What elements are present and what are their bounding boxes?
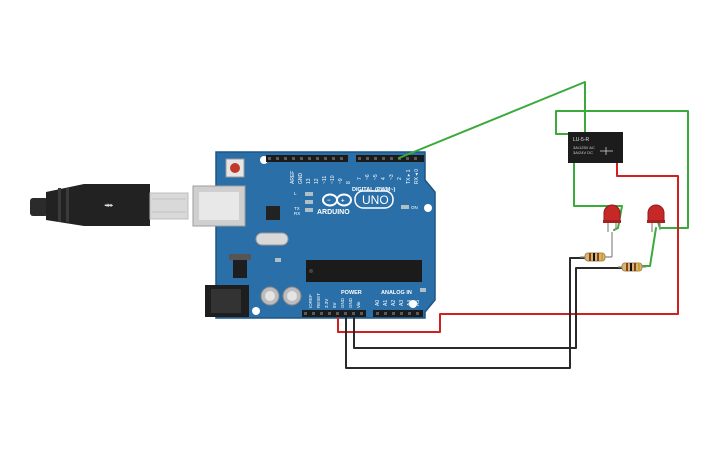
led-tx-label: TX (294, 206, 300, 211)
analog-pin-labels: A0 A1 A2 A3 A4 A5 (375, 300, 421, 306)
pin-label: 12 (314, 178, 320, 184)
led-bulb (603, 204, 621, 223)
pin-label: A3 (399, 300, 405, 306)
digital-pin-labels: AREF GND 13 12 ~11 ~10 ~9 8 7 ~6 ~5 4 ~3… (290, 169, 420, 184)
pin-label: A4 (407, 300, 413, 306)
resistor-1[interactable] (580, 232, 613, 262)
pin-label: ~9 (338, 178, 344, 184)
usb-plug-metal (149, 192, 189, 220)
power-header[interactable] (302, 310, 366, 317)
pin-label: AREF (290, 171, 296, 184)
wire-black-gnd-1[interactable] (345, 257, 587, 369)
pin-label: A0 (375, 300, 381, 306)
wire-green-signal[interactable] (398, 81, 586, 159)
svg-text:+: + (341, 199, 345, 205)
power-pin-labels: IOREF RESET 3.3V 5V GND GND Vin (308, 293, 361, 308)
mounting-hole (252, 307, 260, 315)
usb-plug-body (46, 184, 150, 226)
digital-header-label: DIGITAL (PWM~) (352, 187, 396, 193)
crystal-oscillator (255, 232, 289, 246)
mounting-hole (409, 300, 417, 308)
usb-cable[interactable]: ⭼ (30, 184, 189, 226)
usb-controller-chip (266, 206, 280, 220)
power-header-label: POWER (341, 290, 362, 296)
pin-label: RX ◂ 0 (414, 169, 420, 184)
pin-label: TX ▸ 1 (406, 169, 412, 184)
usb-icon: ⭼ (104, 198, 114, 213)
pin-label: A5 (415, 300, 421, 306)
led-rx-label: RX (294, 211, 300, 216)
pin-label: GND (298, 173, 304, 185)
pin-label: GND (348, 297, 353, 308)
pin-label: 4 (381, 177, 387, 180)
pin-label: Vin (356, 301, 361, 308)
led-red-1[interactable] (603, 204, 621, 232)
pin-label: ~5 (373, 174, 379, 180)
brand-label: ARDUINO (317, 209, 350, 216)
pin-label: 5V (332, 302, 337, 308)
pin-label: A2 (391, 300, 397, 306)
pin-label: GND (340, 297, 345, 308)
wire-black-gnd-2[interactable] (353, 267, 629, 349)
pin-label: 13 (306, 178, 312, 184)
led-bulb (647, 204, 665, 223)
uno-badge (354, 190, 394, 209)
arduino-uno-board[interactable]: AREF GND 13 12 ~11 ~10 ~9 8 7 ~6 ~5 4 ~3… (192, 151, 436, 319)
pin-label: 8 (346, 181, 352, 184)
resistor-2[interactable] (618, 262, 646, 272)
analog-header-label: ANALOG IN (381, 290, 412, 296)
relay-label-ac: 3A/125V AC (573, 145, 595, 150)
arduino-logo-icon: − + (322, 193, 352, 207)
wire-green-led2[interactable] (639, 227, 657, 267)
led-l-label: L (294, 191, 297, 196)
usb-cable-end (30, 198, 48, 216)
mounting-hole (424, 204, 432, 212)
analog-header[interactable] (373, 310, 423, 317)
pin-label: ~11 (322, 176, 328, 184)
on-led (401, 205, 409, 209)
pin-label: 2 (397, 177, 403, 180)
pin-label: ~10 (330, 175, 336, 184)
pin-label: RESET (316, 293, 321, 308)
model-label: UNO (362, 193, 389, 207)
pin-label: IOREF (308, 294, 313, 308)
pin-label: 3.3V (324, 299, 329, 308)
svg-text:−: − (327, 198, 331, 204)
wire-green-led1[interactable] (573, 161, 623, 231)
relay-body (568, 132, 623, 163)
relay-label-model: LU-5-R (573, 137, 590, 143)
pin-label: ~6 (365, 174, 371, 180)
led-on-label: ON (411, 205, 418, 210)
pin-label: A1 (383, 300, 389, 306)
relay-module[interactable]: LU-5-R 3A/125V AC 3A/24V DC (568, 132, 623, 163)
atmega-chip (306, 260, 422, 282)
voltage-regulator (233, 260, 247, 278)
pin-label: ~3 (389, 174, 395, 180)
relay-label-dc: 3A/24V DC (573, 150, 593, 155)
pin-label: 7 (357, 177, 363, 180)
led-red-2[interactable] (647, 204, 665, 232)
